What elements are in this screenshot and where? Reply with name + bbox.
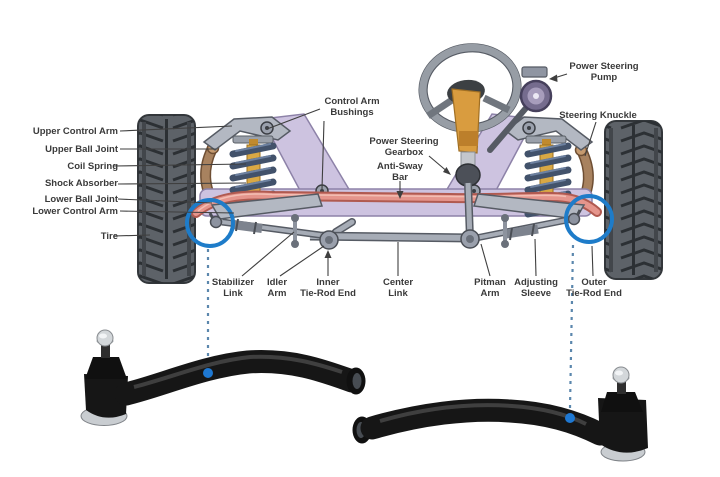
- label-lower-ball-joint: Lower Ball Joint: [44, 194, 118, 205]
- highlight-circle-left: [185, 198, 235, 248]
- leader-arrowheads: [324, 74, 558, 258]
- label-upper-control-arm: Upper Control Arm: [32, 126, 118, 137]
- label-inner-tie-rod-end: Inner Tie-Rod End: [300, 277, 356, 299]
- label-stabilizer-link: Stabilizer Link: [211, 277, 255, 299]
- label-steering-knuckle: Steering Knuckle: [559, 110, 637, 121]
- leader-lines: [113, 73, 597, 277]
- label-pitman-arm: Pitman Arm: [474, 277, 506, 299]
- label-upper-ball-joint: Upper Ball Joint: [45, 144, 118, 155]
- highlight-circle-right: [564, 194, 614, 244]
- label-power-steering-gearbox: Power Steering Gearbox: [369, 136, 439, 158]
- steering-linkage-graphic: [208, 182, 582, 250]
- label-power-steering-pump: Power Steering Pump: [569, 61, 639, 83]
- label-idler-arm: Idler Arm: [266, 277, 288, 299]
- label-tire: Tire: [100, 231, 118, 242]
- label-coil-spring: Coil Spring: [67, 161, 118, 172]
- left-upper-control-arm-graphic: [202, 116, 292, 151]
- left-lower-control-arm-graphic: [210, 193, 324, 220]
- tie-rod-end-part-right: [352, 366, 648, 462]
- callout-dashed-line-right: [568, 244, 575, 409]
- callout-dot-right: [565, 413, 575, 423]
- power-steering-gearbox-graphic: [455, 163, 481, 187]
- label-control-arm-bushings: Control Arm Bushings: [324, 96, 380, 118]
- left-tire-graphic: [137, 114, 196, 284]
- steering-column-graphic: [451, 88, 481, 166]
- label-shock-absorber: Shock Absorber: [44, 178, 118, 189]
- label-anti-sway-bar: Anti-Sway Bar: [377, 161, 423, 183]
- label-center-link: Center Link: [382, 277, 414, 299]
- right-tire-graphic: [604, 120, 663, 280]
- right-upper-control-arm-graphic: [504, 116, 594, 151]
- label-outer-tie-rod-end: Outer Tie-Rod End: [566, 277, 622, 299]
- tie-rod-end-part-left: [80, 329, 366, 426]
- power-steering-pump-graphic: [487, 66, 553, 153]
- callout-dot-left: [203, 368, 213, 378]
- label-adjusting-sleeve: Adjusting Sleeve: [514, 277, 558, 299]
- label-lower-control-arm: Lower Control Arm: [32, 206, 118, 217]
